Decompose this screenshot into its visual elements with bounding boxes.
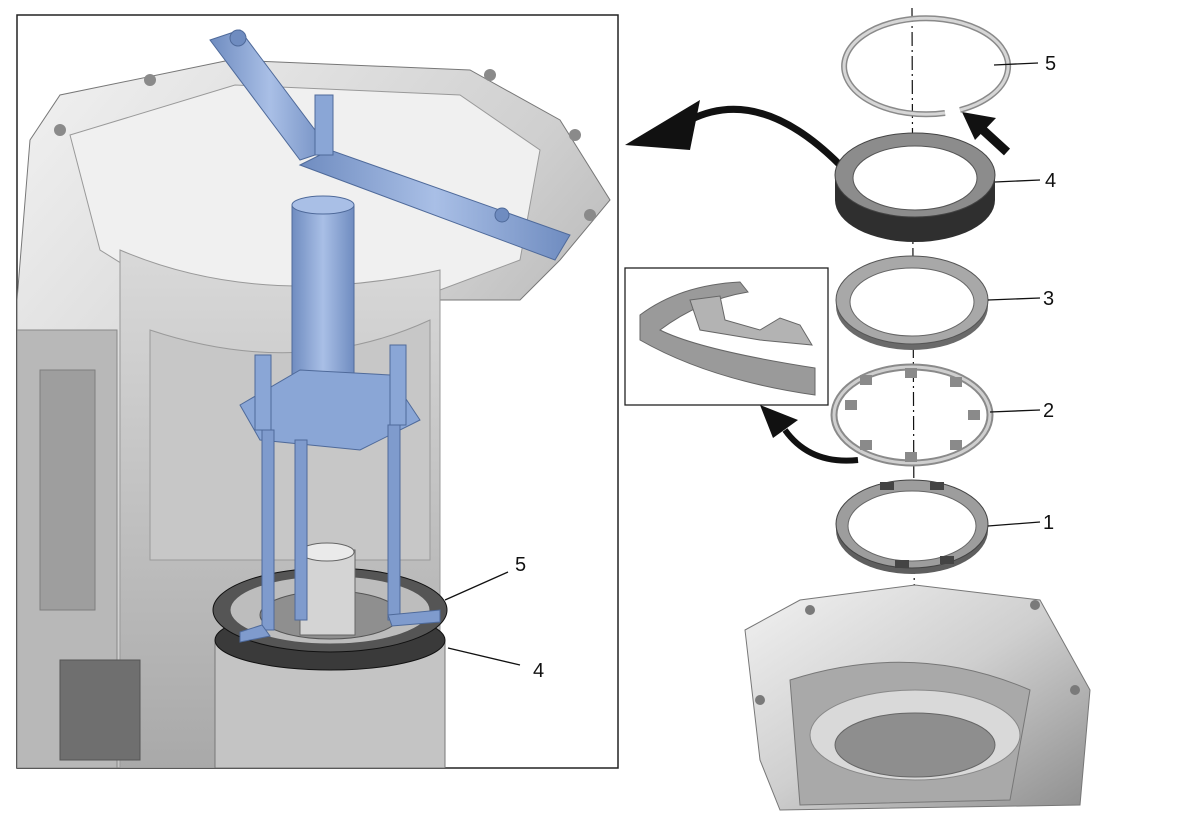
- part-4-ring: [834, 132, 996, 242]
- leader-right-2: [989, 409, 1041, 413]
- callout-right-4: 4: [1045, 170, 1056, 192]
- callout-right-1: 1: [1043, 512, 1054, 534]
- exploded-stack: 5 4 3: [744, 7, 1091, 811]
- part-1-ring: [835, 479, 989, 574]
- left-assembly-view: 5 4: [16, 14, 619, 769]
- leader-right-5: [993, 62, 1039, 66]
- straight-arrow-icon: [962, 112, 1011, 156]
- leader-right-1: [987, 521, 1041, 527]
- callout-right-2: 2: [1043, 400, 1054, 422]
- leader-right-3: [987, 297, 1041, 301]
- curved-arrow-icon: [625, 100, 843, 168]
- leader-left-5: [444, 571, 509, 601]
- callout-right-5: 5: [1045, 53, 1056, 75]
- leader-right-4: [994, 179, 1041, 183]
- detail-inset: [624, 267, 829, 406]
- callout-right-3: 3: [1043, 288, 1054, 310]
- leader-left-4: [447, 647, 521, 666]
- part-5-snap-ring: [841, 15, 1012, 118]
- part-3-ring: [835, 255, 989, 350]
- callout-left-5: 5: [515, 554, 526, 576]
- callout-left-4: 4: [533, 660, 544, 682]
- lower-housing: [744, 584, 1091, 811]
- curved-arrow-icon: [760, 405, 859, 464]
- part-2-tabbed-ring: [830, 363, 994, 467]
- puller-tool: [209, 29, 571, 643]
